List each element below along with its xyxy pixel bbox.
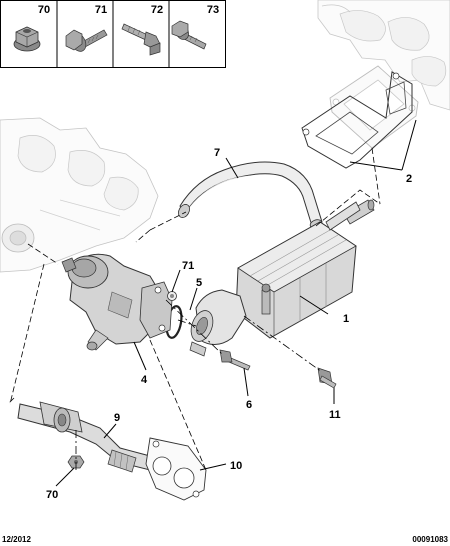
legend-number-70: 70 (38, 4, 50, 16)
egr-valve (61, 253, 173, 351)
leader-2b (349, 161, 403, 171)
screw-6 (219, 349, 251, 371)
gasket-front (301, 71, 413, 169)
callout-71[interactable]: 71 (182, 260, 194, 272)
egr-cooler-pipe (178, 161, 323, 229)
leader-71 (171, 269, 181, 293)
egr-pipe (17, 401, 161, 473)
legend-item-73[interactable]: 73 (171, 4, 219, 50)
callout-1[interactable]: 1 (343, 313, 349, 325)
callout-10[interactable]: 10 (230, 460, 242, 472)
legend-item-70[interactable]: 70 (13, 4, 50, 52)
screw-11 (317, 367, 337, 389)
callout-2[interactable]: 2 (406, 173, 412, 185)
callout-5[interactable]: 5 (196, 277, 202, 289)
egr-cooler (235, 199, 375, 339)
callout-9[interactable]: 9 (114, 412, 120, 424)
leader-1 (299, 295, 329, 315)
flange-bolt-71 (167, 291, 177, 301)
footer-date: 12/2012 (2, 535, 31, 544)
callout-11[interactable]: 11 (329, 409, 341, 421)
leader-4 (133, 341, 147, 371)
leader-5 (189, 287, 198, 311)
leader-6 (243, 367, 249, 397)
cooler-outlet-elbow (189, 289, 247, 357)
flanged-bolt-icon (65, 29, 108, 52)
hex-bolt-icon (171, 20, 207, 50)
fastener-legend: 70 71 72 (0, 0, 226, 68)
assembly-lines (7, 147, 381, 471)
legend-item-72[interactable]: 72 (121, 4, 163, 56)
legend-number-72: 72 (151, 4, 163, 16)
intake-manifold (0, 117, 159, 273)
legend-number-73: 73 (207, 4, 219, 16)
callout-70[interactable]: 70 (46, 489, 58, 501)
footer-reference: 00091083 (412, 535, 448, 544)
exhaust-manifold (317, 0, 450, 111)
callout-6[interactable]: 6 (246, 399, 252, 411)
leader-9 (103, 423, 117, 439)
callout-7[interactable]: 7 (214, 147, 220, 159)
callout-4[interactable]: 4 (141, 374, 148, 386)
legend-number-71: 71 (95, 4, 107, 16)
gasket-pair (301, 65, 419, 169)
leader-70 (55, 467, 75, 487)
leader-lines (55, 119, 417, 487)
flanged-nut-icon (13, 26, 41, 52)
leader-10 (199, 463, 227, 471)
stud-bolt-icon (121, 23, 161, 56)
leader-2a (401, 119, 417, 171)
legend-item-71[interactable]: 71 (65, 4, 108, 54)
leader-7 (225, 157, 239, 179)
pipe-gasket (145, 437, 207, 501)
callouts: 1 2 4 5 6 7 9 10 11 70 71 (46, 147, 412, 501)
